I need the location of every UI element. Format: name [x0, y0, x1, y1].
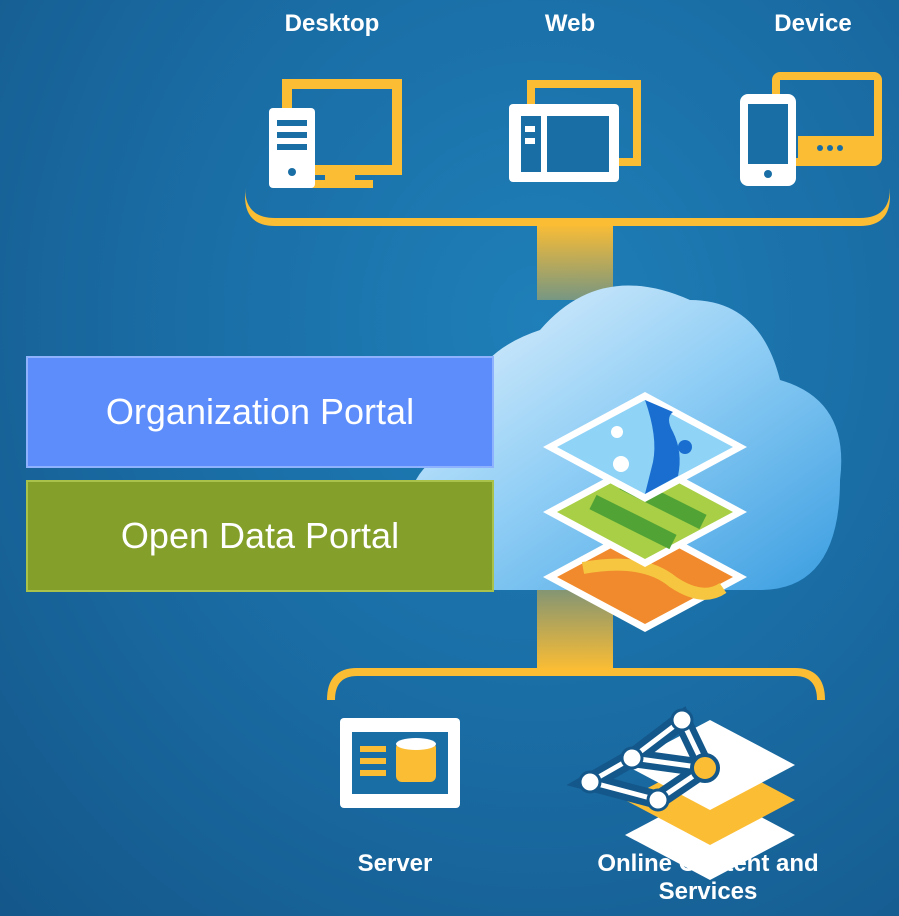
- top-bracket: [245, 188, 890, 226]
- web-label: Web: [544, 10, 596, 37]
- open-data-portal-label: Open Data Portal: [120, 515, 400, 556]
- organization-portal-label: Organization Portal: [105, 391, 415, 432]
- map-layers-icon: [543, 392, 747, 632]
- organization-portal-box: Organization Portal: [26, 356, 494, 468]
- server-icon: [340, 718, 460, 808]
- desktop-label: Desktop: [284, 10, 380, 37]
- desktop-icon: [269, 79, 402, 188]
- top-connector: [537, 224, 613, 300]
- server-label: Server: [357, 850, 433, 877]
- online-content-icon: [566, 706, 795, 880]
- device-label: Device: [774, 10, 852, 37]
- online-content-label: Online Content and Services: [597, 850, 819, 905]
- web-icon: [509, 80, 641, 182]
- device-icon: [740, 72, 882, 186]
- bottom-bracket: [327, 668, 825, 700]
- open-data-portal-box: Open Data Portal: [26, 480, 494, 592]
